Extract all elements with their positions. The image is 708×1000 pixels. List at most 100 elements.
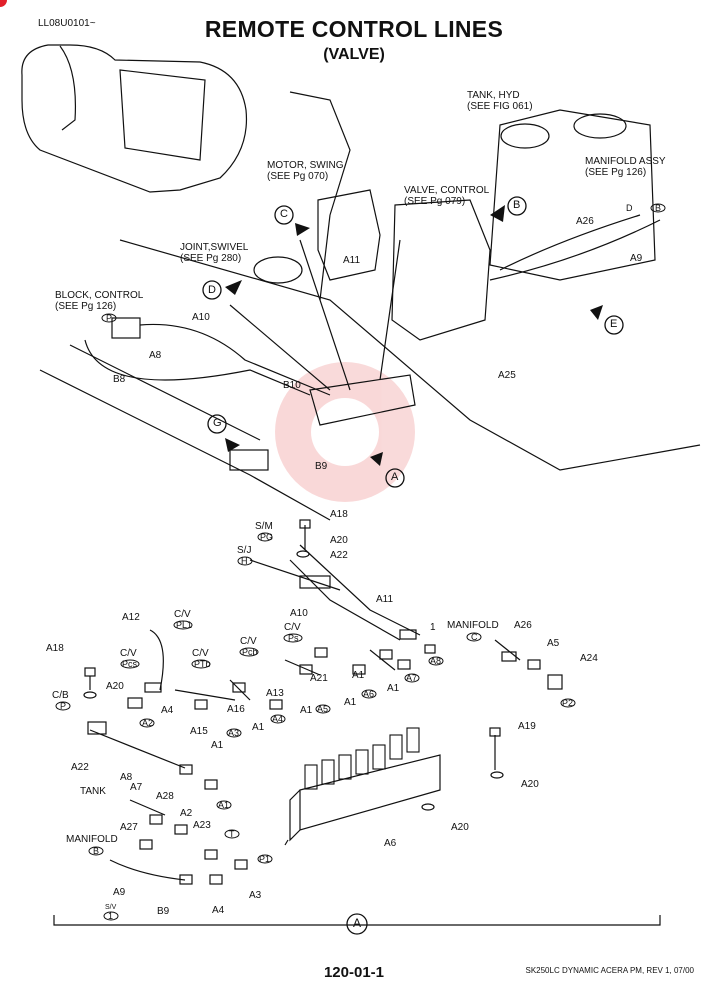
part-b9: B9 (157, 906, 170, 917)
part-b10: B10 (283, 380, 301, 391)
port-b: B (93, 846, 100, 856)
part-a6: A6 (384, 838, 397, 849)
view-letter-a: A (391, 471, 399, 483)
section-marker: A (353, 916, 362, 930)
part-a9: A9 (113, 887, 126, 898)
part-a13: A13 (266, 688, 284, 699)
port-a3: A3 (228, 728, 240, 738)
part-a20-low: A20 (451, 822, 469, 833)
port-a7: A7 (406, 673, 418, 683)
corner-mark (0, 0, 7, 7)
a6-manifold-body (299, 754, 441, 831)
part-a23: A23 (193, 820, 211, 831)
hose-a8 (89, 729, 186, 769)
part-a25: A25 (498, 370, 516, 381)
swivel-joint-label: JOINT,SWIVEL (180, 242, 249, 253)
label-cv-pcs: C/V (120, 648, 137, 659)
label-sm: S/M (255, 521, 273, 532)
label-manifold-b: MANIFOLD (66, 834, 118, 845)
label-cv-pcb: C/V (240, 636, 257, 647)
part-a22: A22 (71, 762, 89, 773)
port-d-top: D (626, 203, 633, 213)
part-a26-top: A26 (576, 216, 594, 227)
part-a1-mid: A1 (352, 670, 365, 681)
part-a19: A19 (518, 721, 536, 732)
machine-outline (21, 44, 248, 193)
port-p: P (60, 701, 67, 711)
page-title: REMOTE CONTROL LINES (204, 16, 504, 42)
part-a16: A16 (227, 704, 245, 715)
part-a1-a15: A1 (211, 740, 224, 751)
part-a12: A12 (122, 612, 140, 623)
part-a3: A3 (249, 890, 262, 901)
part-a20-left: A20 (106, 681, 124, 692)
page-number: 120-01-1 (323, 964, 385, 981)
port-h: H (241, 556, 248, 566)
swing-motor-ref: (SEE Pg 070) (267, 171, 329, 182)
part-a1-right: A1 (387, 683, 400, 694)
label-sv: S/V (105, 904, 117, 911)
part-a5: A5 (547, 638, 560, 649)
document-reference: SK250LC DYNAMIC ACERA PM, REV 1, 07/00 (525, 966, 694, 975)
label-cv-ptb: C/V (192, 648, 209, 659)
port-1: 1 (108, 911, 114, 921)
part-a8-top: A8 (149, 350, 162, 361)
control-valve-label: VALVE, CONTROL (404, 185, 490, 196)
part-a1-a13: A1 (300, 705, 313, 716)
part-a27: A27 (120, 822, 138, 833)
view-letter-d: D (208, 284, 216, 296)
port-p-top: P (106, 313, 113, 323)
port-p1: P1 (259, 854, 271, 864)
part-b8: B8 (113, 374, 126, 385)
port-pl1: PL1 (176, 620, 193, 630)
watermark-gear (275, 362, 415, 502)
port-pcb: Pcb (242, 647, 258, 657)
control-block-label: BLOCK, CONTROL (55, 290, 144, 301)
part-b9-top: B9 (315, 461, 328, 472)
label-manifold-c: MANIFOLD (447, 620, 499, 631)
hose-a9 (109, 859, 186, 881)
hose-a12 (149, 629, 164, 691)
view-letter-c: C (280, 208, 288, 220)
manifold-assy-ref: (SEE Pg 126) (585, 167, 647, 178)
part-a1-a16: A1 (252, 722, 265, 733)
label-tank: TANK (80, 786, 106, 797)
part-a10-top: A10 (192, 312, 210, 323)
part-a15: A15 (190, 726, 208, 737)
port-p2: P2 (562, 698, 574, 708)
section-bracket (53, 915, 661, 926)
view-letter-e: E (610, 318, 618, 330)
swing-motor-outline (317, 189, 381, 281)
port-t: T (229, 829, 235, 839)
page-subtitle: (VALVE) (323, 46, 385, 63)
part-a9-top: A9 (630, 253, 643, 264)
control-valve-ref: (SEE Pg 079) (404, 196, 466, 207)
part-a18: A18 (46, 643, 64, 654)
tank-ref: (SEE FIG 061) (467, 101, 533, 112)
port-a5: A5 (317, 704, 329, 714)
swivel-joint-outline (253, 256, 303, 284)
label-cb: C/B (52, 690, 69, 701)
part-a20-top: A20 (330, 535, 348, 546)
tank-outline (489, 109, 656, 281)
part-a1-a21: A1 (344, 697, 357, 708)
part-a26: A26 (514, 620, 532, 631)
manifold-assy-label: MANIFOLD ASSY (585, 156, 666, 167)
part-a11: A11 (376, 594, 394, 605)
port-c: C (471, 632, 478, 642)
part-a4: A4 (212, 905, 225, 916)
label-cv-ps: C/V (284, 622, 301, 633)
part-a8: A8 (120, 772, 133, 783)
part-a21: A21 (310, 673, 328, 684)
part-a22-top: A22 (330, 550, 348, 561)
port-pcs: Pcs (122, 659, 138, 669)
part-a24: A24 (580, 653, 598, 664)
port-ptb: PTb (194, 659, 211, 669)
part-a18-top: A18 (330, 509, 348, 520)
part-1: 1 (430, 622, 436, 633)
port-pg: PG (260, 532, 274, 542)
part-a7: A7 (130, 782, 143, 793)
port-a1: A1 (218, 800, 230, 810)
part-a28: A28 (156, 791, 174, 802)
